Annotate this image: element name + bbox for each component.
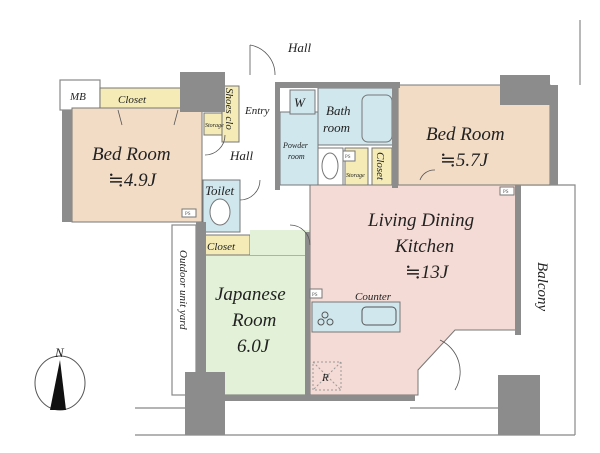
label-storage-mid: Storage [346, 173, 365, 179]
bedroom-left [71, 107, 203, 223]
label-bedroom-left: Bed Room [92, 144, 171, 165]
ps-markers [181, 150, 515, 299]
label-ps: PS [345, 155, 351, 160]
label-counter: Counter [355, 291, 392, 303]
label-ldk-size: ≒13J [405, 262, 450, 283]
japanese-room [204, 254, 311, 396]
label-washer: W [294, 95, 306, 110]
washer [289, 89, 316, 115]
label-ps: PS [503, 190, 509, 195]
label-bath-2: room [323, 120, 350, 135]
label-entry: Entry [244, 105, 270, 117]
label-bedroom-right-size: ≒5.7J [440, 150, 490, 171]
label-ps: PS [312, 293, 318, 298]
label-balcony: Balcony [534, 262, 550, 311]
label-refrigerator: R [321, 372, 329, 384]
label-shoes-closet: Shoes clo [223, 88, 235, 130]
label-hall: Hall [229, 148, 254, 163]
label-ldk-2: Kitchen [394, 236, 454, 257]
label-japanese-1: Japanese [215, 284, 286, 305]
label-closet-left: Closet [118, 94, 147, 106]
door-swings [117, 44, 461, 391]
label-closet-mid: Closet [374, 152, 386, 181]
label-hall-top: Hall [287, 40, 312, 55]
label-powder-1: Powder [282, 141, 309, 150]
label-bedroom-left-size: ≒4.9J [108, 170, 158, 191]
bathtub [361, 94, 393, 143]
label-bath-1: Bath [326, 103, 351, 118]
walls [62, 72, 558, 435]
label-outdoor-unit-yard: Outdoor unit yard [177, 250, 189, 330]
label-japanese-size: 6.0J [237, 336, 271, 357]
label-closet-toilet: Closet [207, 241, 236, 253]
label-ps: PS [185, 212, 191, 217]
storage-left [203, 112, 223, 136]
label-bedroom-right: Bed Room [426, 124, 505, 145]
north-compass [34, 355, 86, 411]
label-japanese-2: Room [231, 310, 276, 331]
label-toilet: Toilet [205, 183, 235, 198]
label-storage-left: Storage [205, 123, 224, 129]
refrigerator-space [312, 361, 342, 391]
label-north: N [54, 345, 65, 360]
label-ldk-1: Living Dining [367, 210, 474, 231]
label-powder-2: room [288, 152, 305, 161]
label-mb: MB [69, 91, 86, 103]
